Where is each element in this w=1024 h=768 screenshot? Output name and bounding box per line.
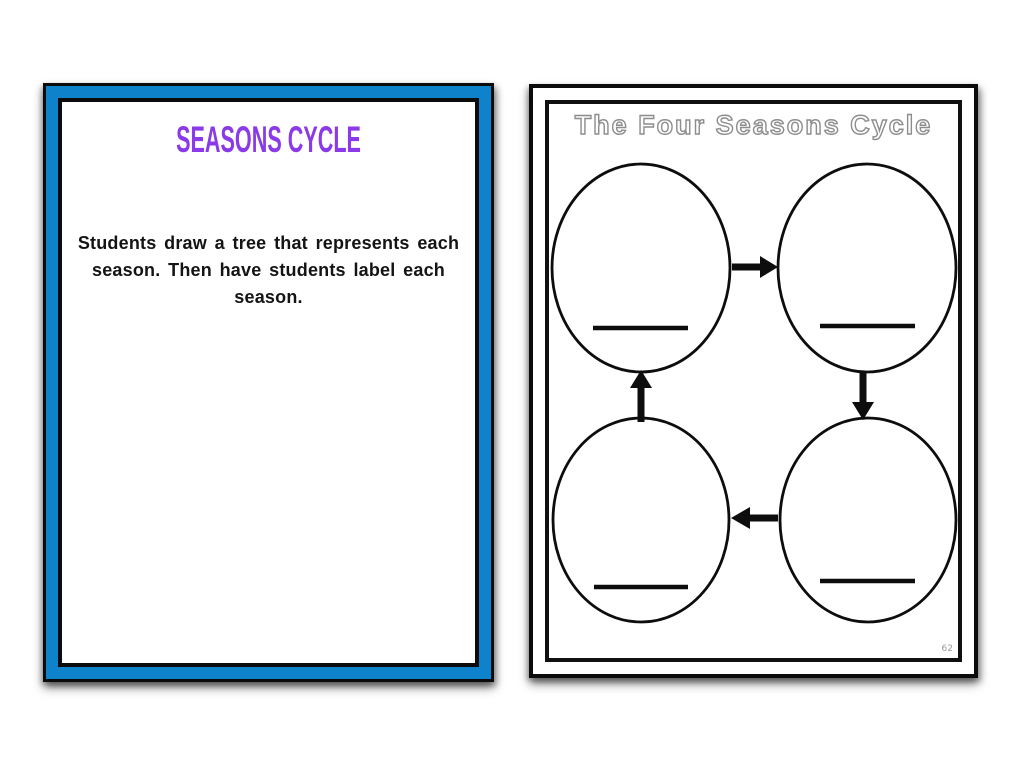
arrow-right-icon: [732, 256, 778, 278]
card-body-line: season. Then have students label each: [91, 260, 445, 280]
worksheet-page: The Four Seasons Cycle: [529, 84, 978, 678]
card-body-line: season.: [234, 287, 303, 307]
cycle-diagram: [550, 162, 958, 624]
card-title-text: SEASONS CYCLE: [176, 119, 361, 161]
page-number: 62: [941, 644, 953, 654]
instruction-card-inner: SEASONS CYCLE Students draw a tree that …: [58, 98, 479, 667]
worksheet-title: The Four Seasons Cycle: [574, 109, 933, 140]
card-body-line: Students draw a tree that represents eac…: [77, 233, 460, 253]
season-oval-bottom-left: [551, 416, 731, 624]
arrow-down-icon: [852, 371, 874, 420]
instruction-card: SEASONS CYCLE Students draw a tree that …: [43, 83, 494, 682]
card-body-text: Students draw a tree that represents eac…: [62, 230, 475, 311]
season-oval-top-left: [550, 162, 732, 374]
arrow-left-icon: [731, 507, 778, 529]
worksheet-page-inner: The Four Seasons Cycle: [545, 100, 962, 662]
card-title: SEASONS CYCLE: [62, 102, 475, 160]
season-oval-top-right: [776, 162, 958, 374]
arrow-up-icon: [630, 370, 652, 422]
season-oval-bottom-right: [778, 416, 958, 624]
